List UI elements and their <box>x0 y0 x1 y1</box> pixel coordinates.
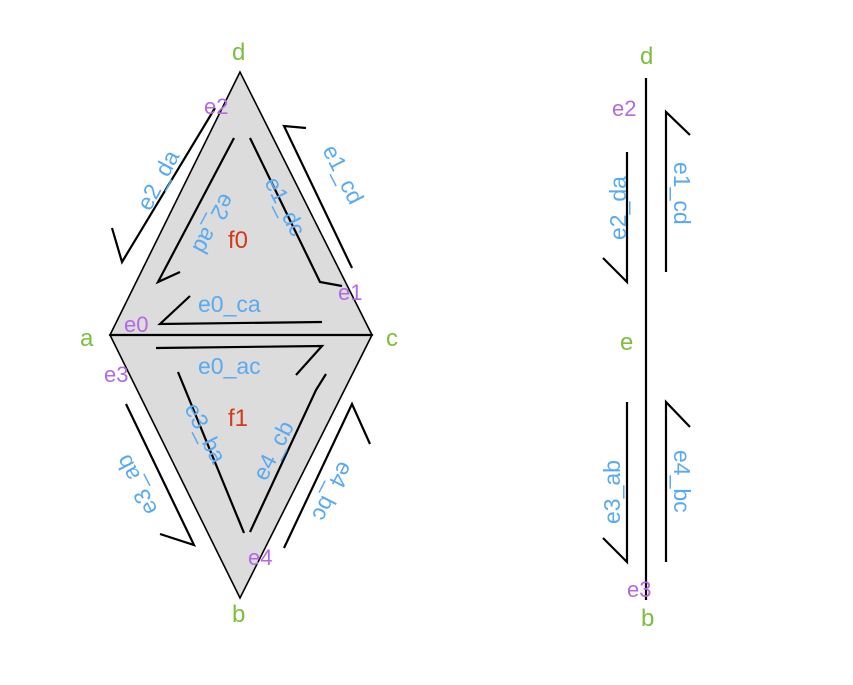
right-halfedge-arrow-e2_da <box>602 152 629 285</box>
halfedge-arrow-e2_ad <box>155 137 235 285</box>
right-halfedge-arrow-e1_cd <box>664 109 691 272</box>
left-mesh <box>108 70 374 600</box>
halfedge-arrow-e2_da <box>110 107 216 265</box>
vertex-label-b: b <box>232 601 245 628</box>
right-vertex-label-e: e <box>620 329 633 356</box>
right-halfedge-label-e1_cd: e1_cd <box>669 162 695 225</box>
vertex-label-d: d <box>232 39 245 66</box>
left-f1-halfedges <box>155 344 327 534</box>
right-vertex-label-d: d <box>640 43 653 70</box>
left-f0-halfedges <box>155 137 343 326</box>
edge-label-e1: e1 <box>338 280 362 305</box>
halfedge-arrow-e3_ba <box>176 371 246 534</box>
right-halfedge-label-e3_ab: e3_ab <box>599 460 625 524</box>
right-vertex-label-b: b <box>641 605 654 632</box>
face-label-f0: f0 <box>228 227 248 254</box>
halfedge-arrow-e0_ca <box>157 295 323 326</box>
right-halfedge-label-e4_bc: e4_bc <box>669 450 695 513</box>
halfedge-arrow-e4_bc <box>283 401 372 549</box>
edge-label-e3: e3 <box>104 362 128 387</box>
left-outer-halfedges <box>110 107 372 549</box>
halfedge-arrow-e0_ac <box>155 344 325 376</box>
halfedge-arrow-e3_ab <box>125 403 197 547</box>
halfedge-arrow-e1_dc <box>249 137 343 288</box>
right-edge-label-e2: e2 <box>612 96 636 121</box>
vertex-label-c: c <box>386 325 398 352</box>
right-halfedge-label-e2_da: e2_da <box>605 176 631 240</box>
halfedge-label-e0_ac: e0_ac <box>198 353 261 379</box>
halfedge-arrow-e4_cb <box>249 373 327 533</box>
right-mesh <box>602 78 691 600</box>
right-halfedge-arrow-e4_bc <box>664 399 691 562</box>
edge-label-e2: e2 <box>204 94 228 119</box>
right-edge-label-e3: e3 <box>627 577 651 602</box>
face-label-f1: f1 <box>228 405 248 432</box>
edge-label-e4: e4 <box>248 545 272 570</box>
halfedge-label-e1_cd: e1_cd <box>318 140 370 208</box>
halfedge-label-e4_bc: e4_bc <box>307 458 359 526</box>
halfedge-label-e0_ca: e0_ca <box>198 291 261 317</box>
right-halfedge-arrow-e3_ab <box>602 402 629 565</box>
halfedge-arrow-e1_cd <box>282 124 353 269</box>
edge-label-e0: e0 <box>124 312 148 337</box>
vertex-label-a: a <box>80 325 94 352</box>
